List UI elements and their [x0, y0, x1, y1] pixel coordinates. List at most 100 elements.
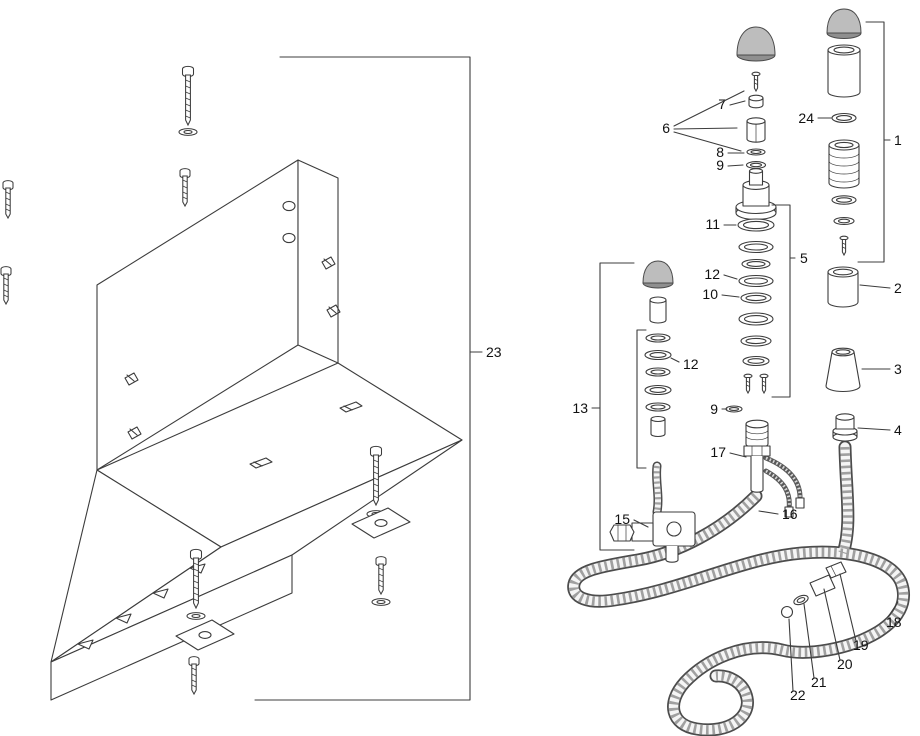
callout-7-label: 7: [718, 96, 726, 112]
hose-group: [574, 447, 904, 730]
callout-17: 17: [710, 444, 747, 460]
o-ring: [831, 195, 857, 205]
callout-9b-label: 9: [710, 401, 718, 417]
callout-2-label: 2: [894, 280, 902, 296]
callout-9b: 9: [710, 401, 728, 417]
callout-7: 7: [718, 96, 746, 112]
check-valve-parts: [780, 561, 847, 619]
hex-nut: [609, 524, 635, 542]
callout-22: 22: [788, 618, 806, 703]
callout-13-label: 13: [572, 400, 588, 416]
callout-15-label: 15: [614, 511, 630, 527]
mounting-hole: [282, 232, 296, 244]
callout-18-label: 18: [886, 614, 902, 630]
callout-11-label: 11: [705, 216, 720, 232]
fixing-screw: [759, 373, 769, 394]
mounting-hole: [282, 200, 296, 212]
group-bracket: [636, 329, 647, 469]
washer: [371, 598, 391, 606]
tab-cutout: [124, 372, 139, 386]
callout-11: 11: [705, 216, 737, 232]
callout-3: 3: [861, 361, 902, 377]
callout-24-label: 24: [798, 110, 814, 126]
tab-cutout: [339, 401, 363, 413]
callout-16-label: 16: [782, 506, 798, 522]
edge-tab: [77, 639, 94, 650]
callout-13: 13: [572, 262, 635, 551]
valve-ball: [780, 605, 794, 619]
callout-20-label: 20: [837, 656, 853, 672]
bracket-hardware: [0, 65, 411, 695]
callout-5-label: 5: [800, 250, 808, 266]
o-ring-large: [737, 218, 775, 232]
callout-12b-label: 12: [683, 356, 699, 372]
handle-cap: [642, 260, 674, 289]
plate-hole: [198, 631, 212, 639]
callout-8-label: 8: [716, 144, 724, 160]
callout-19: 19: [839, 573, 869, 653]
callout-16: 16: [758, 506, 798, 522]
handle-parts-column: [735, 26, 777, 394]
callout-24: 24: [798, 110, 832, 126]
threaded-body: [828, 139, 860, 189]
callout-3-label: 3: [894, 361, 902, 377]
valve-port: [631, 522, 654, 542]
callout-18: 18: [886, 601, 902, 630]
fixing-screw: [0, 266, 12, 305]
stem-sleeve: [746, 117, 766, 143]
spacer-sleeve: [827, 266, 859, 308]
o-ring: [745, 161, 767, 169]
callout-21: 21: [803, 603, 827, 690]
handle-screw: [751, 71, 761, 92]
diverter-valve: [609, 511, 696, 563]
callout-15: 15: [614, 511, 649, 528]
tab-cutout: [249, 457, 273, 469]
end-bushing: [650, 415, 666, 438]
adapter-sleeve: [649, 296, 667, 324]
callout-17-label: 17: [710, 444, 726, 460]
fixing-screw: [743, 373, 753, 394]
tailpiece-assembly: [725, 405, 805, 518]
tab-cutout: [321, 256, 336, 270]
callout-1-label: 1: [894, 132, 902, 148]
tapered-sleeve: [825, 347, 861, 393]
hose-nipple: [832, 413, 858, 442]
o-ring: [725, 405, 743, 413]
bracket-body: [50, 159, 463, 701]
bracket-base-flange: [50, 554, 293, 701]
o-ring: [831, 112, 857, 124]
callout-10-label: 10: [702, 286, 718, 302]
handle-cap: [736, 26, 776, 62]
escutcheon-parts-column: [825, 8, 862, 442]
callout-4: 4: [857, 422, 902, 438]
tailpiece-body: [743, 419, 771, 493]
fixing-screw: [188, 656, 200, 695]
handle-sleeve: [827, 44, 861, 98]
secondary-handle-column: [636, 260, 674, 469]
valve-detail: [666, 521, 682, 537]
callout-22-label: 22: [790, 687, 806, 703]
plate-hole: [374, 519, 388, 527]
callouts: 23 7 6 8 9 24 1 11: [254, 21, 902, 703]
fixing-screw: [2, 180, 14, 219]
valve-outlet: [665, 546, 679, 563]
callout-12a: 12: [704, 266, 738, 282]
tab-cutout: [127, 426, 142, 440]
callout-19-label: 19: [853, 637, 869, 653]
callout-9a: 9: [716, 157, 744, 173]
callout-12a-label: 12: [704, 266, 720, 282]
fixing-screw: [181, 65, 195, 126]
callout-4-label: 4: [894, 422, 902, 438]
fixing-screw: [179, 168, 191, 207]
callout-23: 23: [254, 56, 502, 701]
callout-10: 10: [702, 286, 740, 302]
callout-12b: 12: [670, 356, 699, 372]
callout-1: 1: [857, 21, 902, 263]
hose-fitting: [784, 506, 794, 518]
threaded-stud: [375, 556, 387, 595]
callout-5: 5: [771, 204, 808, 398]
callout-23-label: 23: [486, 344, 502, 360]
handle-cap: [826, 8, 862, 39]
